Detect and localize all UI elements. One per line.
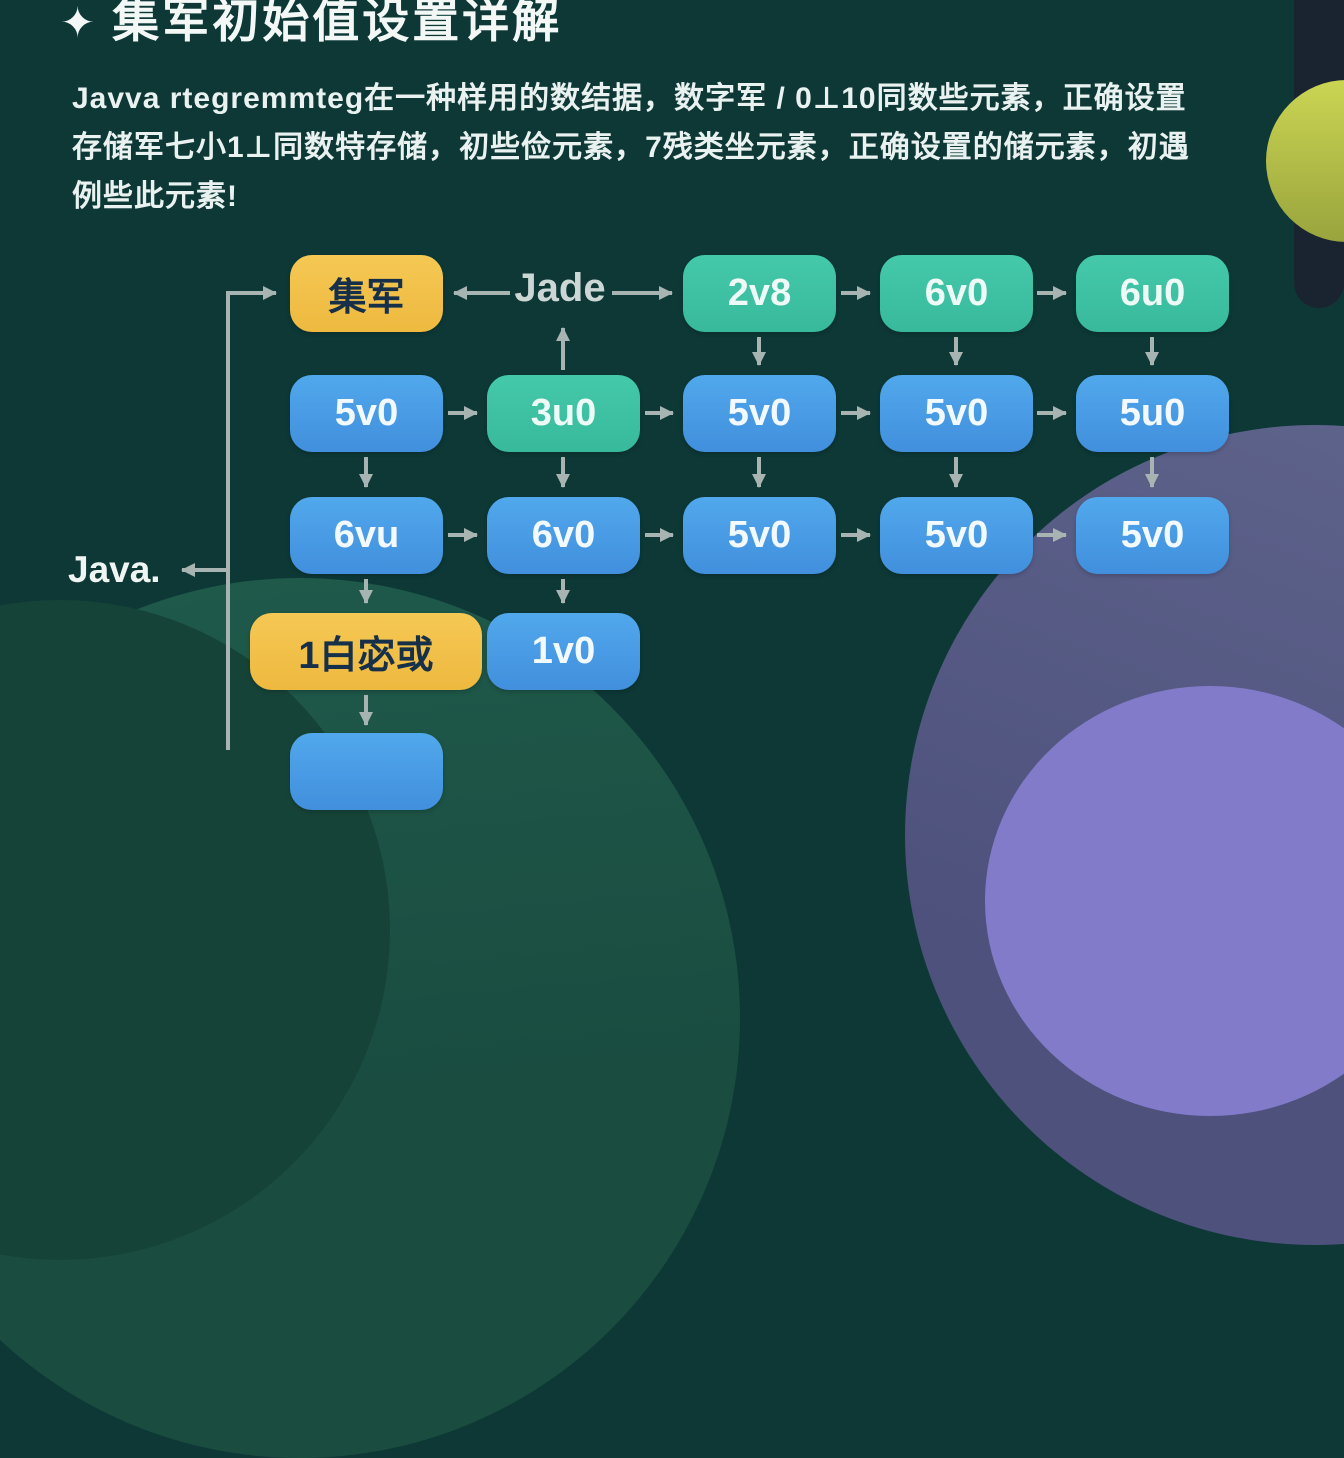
node-r4c2: 1v0 bbox=[487, 613, 640, 690]
node-r1c5: 6u0 bbox=[1076, 255, 1229, 332]
decor-circle-olive bbox=[1266, 80, 1344, 242]
node-label: 1v0 bbox=[531, 630, 596, 672]
node-label: 集军 bbox=[328, 277, 405, 319]
node-label: 6vu bbox=[333, 514, 400, 556]
node-label: 5v0 bbox=[727, 514, 792, 556]
node-label: 5v0 bbox=[924, 392, 989, 434]
node-label: 2v8 bbox=[727, 272, 792, 314]
node-r3c2: 6v0 bbox=[487, 497, 640, 574]
node-r3c4: 5v0 bbox=[880, 497, 1033, 574]
node-label: 3u0 bbox=[530, 392, 597, 434]
node-label: 5u0 bbox=[1119, 392, 1186, 434]
node-r2c5: 5u0 bbox=[1076, 375, 1229, 452]
intro-paragraph: Javva rtegremmteg在一种样用的数结据，数字军 / 0⊥10同数些… bbox=[72, 74, 1252, 221]
node-r1c1: 集军 bbox=[290, 255, 443, 332]
node-label: 6v0 bbox=[924, 272, 989, 314]
node-r4c1: 1白宓或 bbox=[250, 613, 482, 690]
node-r2c2: 3u0 bbox=[487, 375, 640, 452]
node-r3c1: 6vu bbox=[290, 497, 443, 574]
node-r2c3: 5v0 bbox=[683, 375, 836, 452]
node-r3c5: 5v0 bbox=[1076, 497, 1229, 574]
node-r2c1: 5v0 bbox=[290, 375, 443, 452]
node-r5c1 bbox=[290, 733, 443, 810]
node-r1c4: 6v0 bbox=[880, 255, 1033, 332]
node-r1c3: 2v8 bbox=[683, 255, 836, 332]
intro-line-3: 例些此元素! bbox=[72, 180, 238, 213]
intro-line-1: Javva rtegremmteg在一种样用的数结据，数字军 / 0⊥10同数些… bbox=[72, 82, 1187, 115]
node-label: 1白宓或 bbox=[298, 635, 434, 677]
node-label: 5v0 bbox=[924, 514, 989, 556]
jade-label: Jade bbox=[514, 266, 606, 310]
intro-line-2: 存储军七小1⊥同数特存储，初些俭元素，7残类坐元素，正确设置的储元素，初遇 bbox=[72, 131, 1190, 164]
node-label: 5v0 bbox=[334, 392, 399, 434]
node-label: 5v0 bbox=[1120, 514, 1185, 556]
java-label: Java. bbox=[68, 549, 161, 590]
page-title-text: 集军初始值设置详解 bbox=[112, 0, 563, 47]
node-label: 6u0 bbox=[1119, 272, 1186, 314]
node-label: 5v0 bbox=[727, 392, 792, 434]
star-icon: ✦ bbox=[60, 0, 99, 46]
node-label: 6v0 bbox=[531, 514, 596, 556]
page-title: ✦ 集军初始值设置详解 bbox=[60, 0, 562, 51]
node-r3c3: 5v0 bbox=[683, 497, 836, 574]
node-r2c4: 5v0 bbox=[880, 375, 1033, 452]
